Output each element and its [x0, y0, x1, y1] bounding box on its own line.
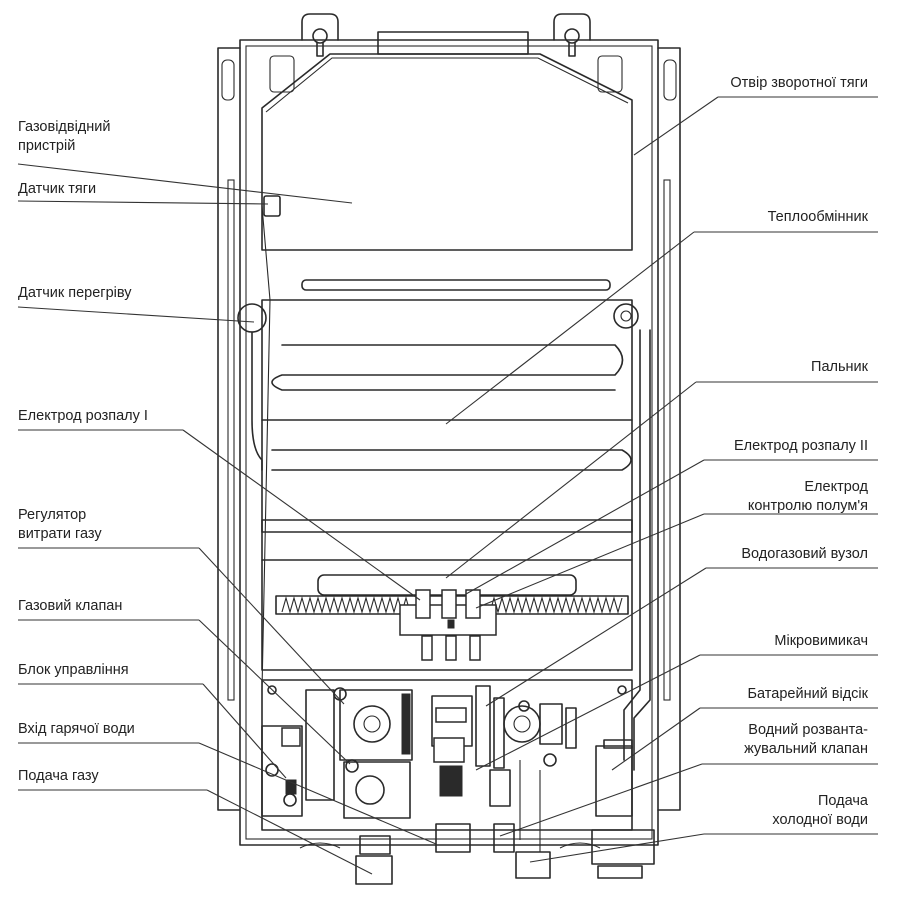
label-gas-supply: Подача газу [18, 768, 99, 784]
label-heat-exchanger: Теплообмінник [767, 209, 868, 225]
label-ignition-electrode-2: Електрод розпалу ІІ [734, 438, 868, 454]
label-control-unit: Блок управління [18, 662, 129, 678]
leader-lines-right [445, 96, 878, 863]
label-water-gas-unit: Водогазовий вузол [741, 546, 868, 562]
casing [217, 39, 681, 846]
mounting-keyholes [269, 13, 623, 93]
label-battery-compartment: Батарейний відсік [747, 686, 868, 702]
label-overheat-sensor: Датчик перегріву [18, 285, 132, 301]
flue-hood [261, 31, 633, 291]
label-draft-sensor: Датчик тяги [18, 181, 97, 197]
label-ignition-electrode-1: Електрод розпалу І [18, 408, 148, 424]
leader-lines-left [17, 163, 437, 875]
burner-drawing [275, 574, 629, 661]
label-microswitch: Мікровимикач [774, 633, 868, 649]
label-hot-water-outlet: Вхід гарячої води [18, 721, 135, 737]
label-water-relief-valve: Водний розванта-жувальний клапан [744, 722, 868, 757]
label-back-draft-opening: Отвір зворотної тяги [730, 75, 868, 91]
label-gas-valve: Газовий клапан [18, 598, 123, 614]
lower-assembly [261, 679, 655, 885]
label-burner: Пальник [811, 359, 868, 375]
